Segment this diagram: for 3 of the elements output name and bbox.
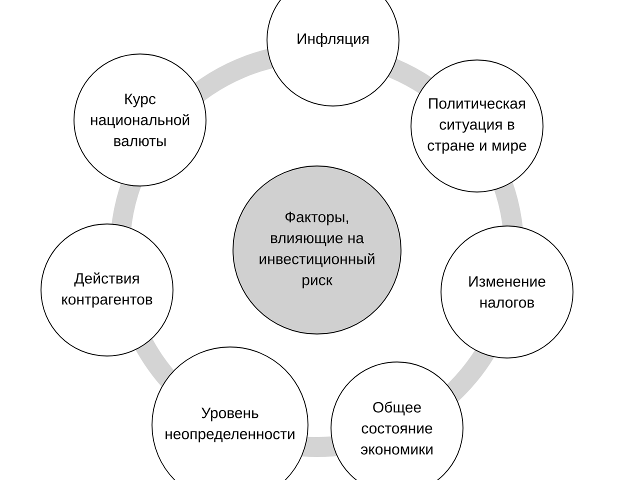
node-label: Общее состояние экономики [360,401,432,455]
node-label: Инфляция [298,33,369,47]
node-label: Уровень неопределенности [166,408,294,442]
